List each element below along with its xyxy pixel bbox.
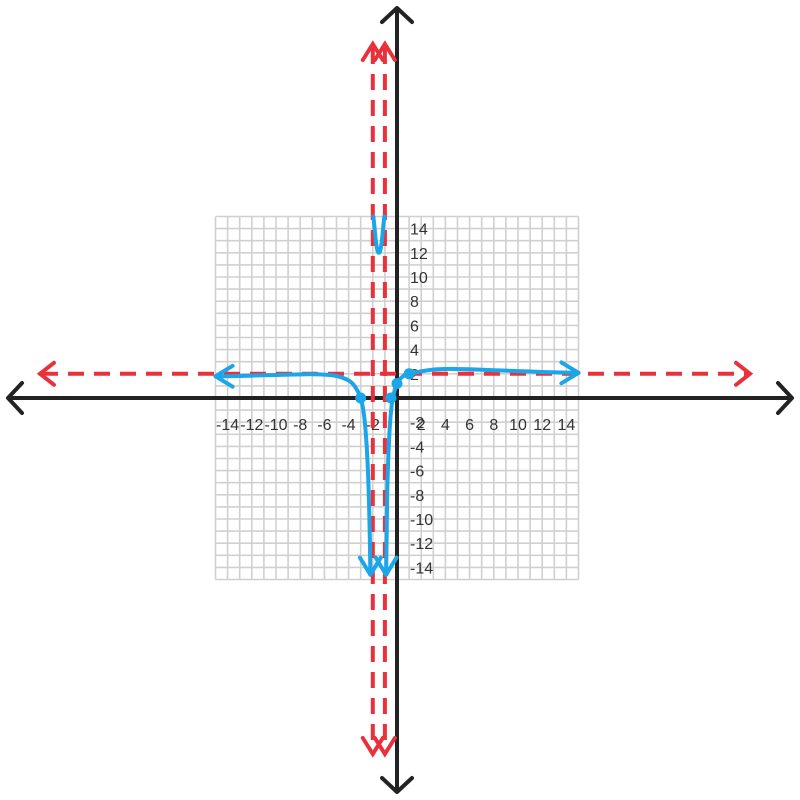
curve-arrow-right-branch-down [373, 555, 399, 577]
x-tick-label: -4 [341, 417, 355, 434]
y-axis-arrow-up [380, 6, 414, 24]
y-tick-label: 4 [410, 343, 419, 360]
tick-labels: -14-12-10-8-6-4-224681012141412108642-2-… [216, 222, 575, 578]
curve-arrow-left-end [213, 363, 235, 389]
x-axis-arrow-right [776, 381, 794, 415]
curve-point [385, 392, 397, 404]
y-tick-label: 8 [410, 294, 419, 311]
curve-arrow-right-end [559, 360, 581, 386]
y-tick-label: -14 [410, 560, 433, 577]
y-tick-label: -2 [410, 415, 424, 432]
curve-point [391, 377, 403, 389]
marked-points [355, 368, 415, 404]
curve-arrows [213, 360, 581, 577]
asymptotes [36, 40, 754, 758]
y-tick-label: -8 [410, 488, 424, 505]
horizontal-asymptote-arrow-left [36, 360, 56, 387]
x-tick-label: 14 [558, 417, 576, 434]
x-tick-label: 4 [441, 417, 450, 434]
curve-point [355, 392, 367, 404]
y-tick-label: -6 [410, 464, 424, 481]
curve-branch-left [213, 372, 373, 577]
x-axis-arrow-left [6, 381, 24, 415]
vertical-asymptote-arrow-up [372, 40, 397, 62]
y-tick-label: -4 [410, 439, 424, 456]
x-tick-label: 2 [417, 417, 426, 434]
x-tick-label: -6 [317, 417, 331, 434]
x-tick-label: 12 [533, 417, 551, 434]
vertical-asymptote-arrow-down [372, 736, 397, 758]
y-tick-label: -12 [410, 536, 433, 553]
y-axis-arrow-down [380, 776, 414, 794]
horizontal-asymptote-arrow-right [734, 360, 754, 387]
curve-branch-right [384, 366, 581, 577]
x-tick-label: -12 [240, 417, 263, 434]
x-tick-label: -14 [216, 417, 239, 434]
y-tick-label: 14 [410, 222, 428, 239]
axes [6, 6, 794, 794]
curve-point [403, 368, 415, 380]
y-tick-label: -10 [410, 512, 433, 529]
curve [213, 214, 581, 577]
x-tick-label: -8 [293, 417, 307, 434]
y-tick-label: 6 [410, 318, 419, 335]
x-tick-label: 6 [465, 417, 474, 434]
x-tick-label: -10 [264, 417, 287, 434]
x-tick-label: 10 [509, 417, 527, 434]
y-tick-label: 12 [410, 246, 428, 263]
x-tick-label: 8 [489, 417, 498, 434]
y-tick-label: 10 [410, 270, 428, 287]
curve-branch-middle [371, 214, 387, 255]
